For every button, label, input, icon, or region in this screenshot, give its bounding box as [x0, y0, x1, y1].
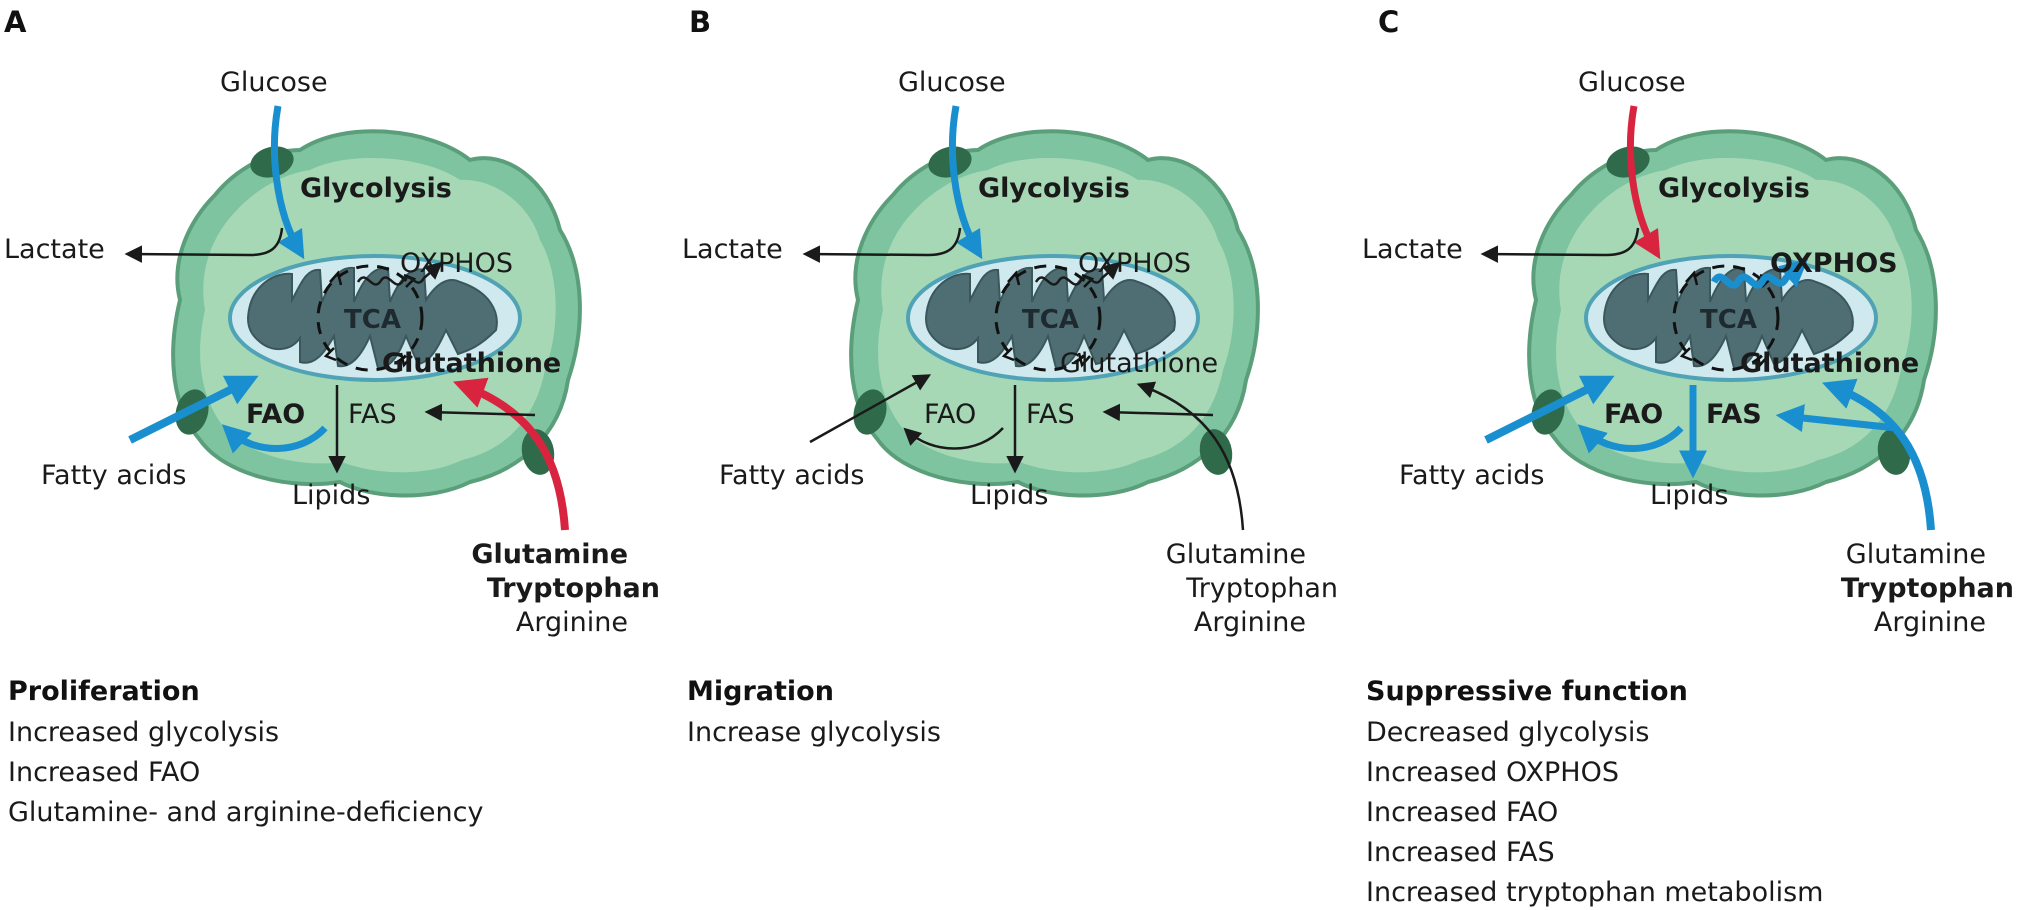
- glutathione-label-b: Glutathione: [1060, 348, 1218, 379]
- caption-line-b-1: Increase glycolysis: [687, 717, 941, 748]
- tca-label-a: TCA: [344, 305, 401, 335]
- caption-line-a-2: Increased FAO: [8, 757, 200, 788]
- lactate-label-a: Lactate: [4, 234, 105, 265]
- lactate-arrow-a: [124, 227, 284, 263]
- fatty-acids-label-b: Fatty acids: [719, 460, 864, 491]
- arginine-label-a: Arginine: [516, 607, 628, 638]
- glycolysis-label-a: Glycolysis: [300, 173, 452, 204]
- fatty-acids-label-c: Fatty acids: [1399, 460, 1544, 491]
- glutamine-label-b: Glutamine: [1166, 539, 1306, 570]
- panel-letter-a: A: [4, 5, 27, 39]
- glucose-label-c: Glucose: [1578, 67, 1686, 98]
- fao-label-c: FAO: [1604, 399, 1663, 430]
- caption-line-a-3: Glutamine- and arginine-deficiency: [8, 797, 483, 828]
- fao-label-b: FAO: [924, 399, 976, 430]
- fas-label-a: FAS: [348, 399, 397, 430]
- arginine-label-b: Arginine: [1194, 607, 1306, 638]
- oxphos-arrow-a: [356, 261, 443, 286]
- glutamine-arrow-a: [452, 377, 569, 531]
- caption-title-c: Suppressive function: [1366, 676, 1688, 707]
- caption-line-a-1: Increased glycolysis: [8, 717, 279, 748]
- lactate-arrow-b: [802, 227, 962, 263]
- glucose-arrow-c: [1627, 105, 1661, 260]
- glucose-arrow-a: [271, 105, 305, 260]
- glutamine-arrow-c: [1821, 378, 1935, 531]
- panel-a: A TCA Glucose Glycolysis Lactate OXPHOS …: [4, 5, 660, 828]
- oxphos-label-b: OXPHOS: [1078, 248, 1191, 279]
- tryptophan-label-c: Tryptophan: [1841, 573, 2014, 604]
- panel-b: B TCA Glucose Glycolysis Lactate OXPHOS …: [682, 5, 1338, 748]
- fatty-acid-arrow-a: [128, 375, 259, 444]
- glutathione-label-a: Glutathione: [382, 348, 561, 379]
- tca-label-b: TCA: [1022, 305, 1079, 335]
- caption-line-c-4: Increased FAS: [1366, 837, 1555, 868]
- oxphos-arrow-c: [1710, 258, 1809, 289]
- lipids-label-c: Lipids: [1650, 480, 1728, 511]
- lipids-label-b: Lipids: [970, 480, 1048, 511]
- glycolysis-label-c: Glycolysis: [1658, 173, 1810, 204]
- glycolysis-label-b: Glycolysis: [978, 173, 1130, 204]
- caption-title-b: Migration: [687, 676, 834, 707]
- lactate-label-c: Lactate: [1362, 234, 1463, 265]
- fao-label-a: FAO: [246, 399, 305, 430]
- fatty-acid-arrow-b: [809, 374, 932, 444]
- caption-line-c-1: Decreased glycolysis: [1366, 717, 1649, 748]
- glutathione-label-c: Glutathione: [1740, 348, 1919, 379]
- glucose-arrow-b: [949, 105, 983, 260]
- lactate-arrow-c: [1480, 227, 1640, 263]
- oxphos-label-a: OXPHOS: [400, 248, 513, 279]
- panel-letter-c: C: [1378, 5, 1399, 39]
- tryptophan-label-b: Tryptophan: [1185, 573, 1338, 604]
- glutamine-label-c: Glutamine: [1846, 539, 1986, 570]
- fao-arrow-c: [1577, 424, 1684, 454]
- fao-arrow-a: [221, 424, 328, 454]
- fas-arrow-a: [424, 403, 536, 422]
- caption-line-c-2: Increased OXPHOS: [1366, 757, 1619, 788]
- panel-c: C TCA Glucose Glycolysis Lactate OXPHOS …: [1362, 5, 2014, 908]
- tca-label-c: TCA: [1700, 305, 1757, 335]
- arginine-label-c: Arginine: [1874, 607, 1986, 638]
- lactate-label-b: Lactate: [682, 234, 783, 265]
- fatty-acid-arrow-c: [1484, 375, 1615, 444]
- caption-line-c-3: Increased FAO: [1366, 797, 1558, 828]
- fas-arrow-b: [1102, 403, 1214, 422]
- fas-arrow-c: [1775, 404, 1897, 433]
- fas-label-c: FAS: [1706, 399, 1762, 430]
- lipids-label-a: Lipids: [292, 480, 370, 511]
- fatty-acids-label-a: Fatty acids: [41, 460, 186, 491]
- oxphos-label-c: OXPHOS: [1770, 248, 1898, 279]
- glucose-label-b: Glucose: [898, 67, 1006, 98]
- glutamine-label-a: Glutamine: [471, 539, 628, 570]
- fao-arrow-b: [903, 427, 1004, 450]
- tryptophan-label-a: Tryptophan: [487, 573, 660, 604]
- oxphos-arrow-b: [1034, 261, 1121, 286]
- glucose-label-a: Glucose: [220, 67, 328, 98]
- panel-letter-b: B: [689, 5, 711, 39]
- glutamine-arrow-b: [1136, 381, 1245, 531]
- caption-line-c-5: Increased tryptophan metabolism: [1366, 877, 1823, 908]
- caption-title-a: Proliferation: [8, 676, 200, 707]
- fas-label-b: FAS: [1026, 399, 1075, 430]
